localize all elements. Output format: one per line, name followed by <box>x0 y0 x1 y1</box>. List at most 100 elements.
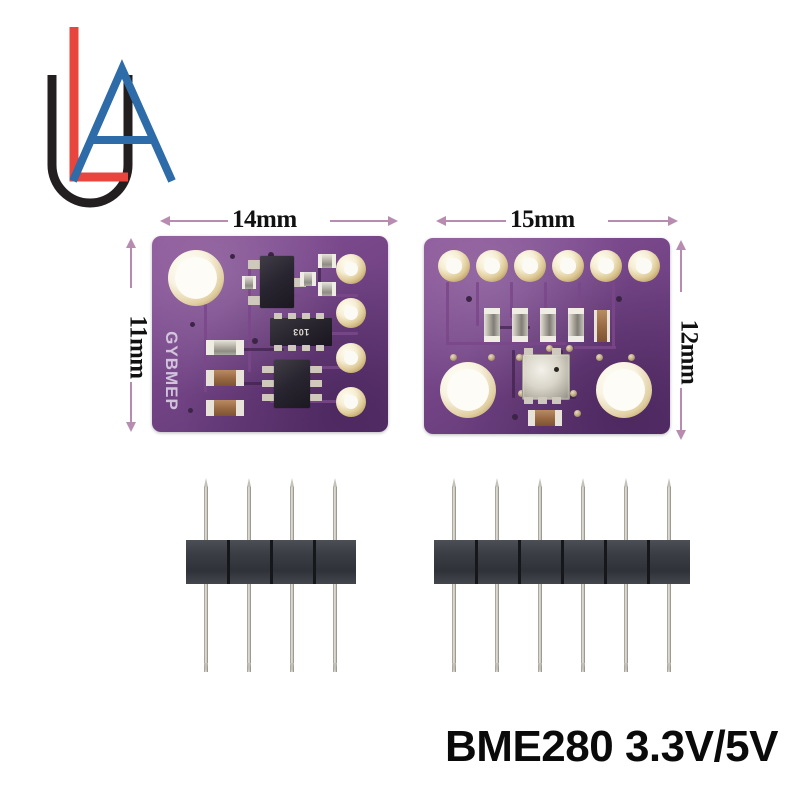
header-pin-tip <box>290 478 294 487</box>
bme280-sensor <box>522 354 570 400</box>
chip-lead <box>524 348 533 355</box>
dim-arrow-up-12mm <box>676 240 686 250</box>
smd-capacitor <box>540 308 556 343</box>
pcb-via <box>450 354 457 361</box>
chip-lead <box>316 313 324 319</box>
dim-line-left-14mm-a <box>170 220 228 222</box>
chip-lead <box>310 366 322 373</box>
resistor-array-marking: 103 <box>292 327 310 337</box>
chip-lead <box>310 380 322 387</box>
pcb-via <box>546 345 553 352</box>
header-pin-tip <box>624 663 628 672</box>
dim-line-right-15mm-a <box>446 220 506 222</box>
header-pin-tip <box>538 663 542 672</box>
header-seam <box>518 540 521 584</box>
smd-capacitor <box>484 308 500 343</box>
header-pin-tip <box>333 478 337 487</box>
pcb-trace <box>248 264 251 372</box>
header-pin-tip <box>495 478 499 487</box>
product-caption: BME280 3.3V/5V <box>445 722 778 771</box>
header-pin-tip <box>204 663 208 672</box>
la-logo-svg <box>47 27 176 208</box>
pcb-via <box>190 322 195 327</box>
chip-lead <box>274 313 282 319</box>
pcb-trace <box>512 350 515 398</box>
header-pin-tip <box>333 663 337 672</box>
chip-lead <box>248 260 262 269</box>
pcb-trace <box>476 282 479 326</box>
dim-line-left-11mm-b <box>130 382 132 422</box>
header-seam <box>604 540 607 584</box>
pcb-trace <box>578 282 581 322</box>
pcb-board-back <box>424 238 670 434</box>
dim-line-right-12mm-b <box>680 388 682 430</box>
pcb-trace <box>446 282 449 342</box>
header-seam <box>270 540 273 584</box>
pin-pad <box>552 250 584 282</box>
pcb-trace <box>270 400 358 403</box>
dim-line-right-12mm-a <box>680 250 682 292</box>
dimension-label-width-right: 15mm <box>510 206 575 233</box>
chip-lead <box>552 348 561 355</box>
pcb-via <box>518 390 525 397</box>
chip-lead <box>552 397 561 404</box>
pcb-via <box>516 354 523 361</box>
chip-lead <box>310 394 322 401</box>
dim-arrow-left-15mm <box>436 216 446 226</box>
header-seam <box>561 540 564 584</box>
smd-capacitor <box>512 308 528 343</box>
smd-component <box>242 276 257 289</box>
pcb-via <box>596 354 603 361</box>
smd-resistor <box>206 340 244 355</box>
sensor-vent-hole <box>554 367 559 372</box>
level-shifter-chip <box>274 360 310 408</box>
pcb-trace <box>272 294 358 297</box>
header-pin-tip <box>290 663 294 672</box>
dimension-label-width-left: 14mm <box>232 206 297 233</box>
dim-arrow-down-11mm <box>126 422 136 432</box>
dim-arrow-right-14mm <box>388 216 398 226</box>
header-seam <box>475 540 478 584</box>
chip-lead <box>538 397 547 404</box>
resistor-array: 103 <box>270 318 332 346</box>
pcb-board-front: 103 GYBMEP <box>152 236 388 432</box>
smd-component <box>318 254 337 268</box>
chip-lead <box>302 313 310 319</box>
chip-lead <box>262 366 274 373</box>
smd-capacitor <box>568 308 584 343</box>
pin-header-6 <box>434 478 694 678</box>
dimension-label-height-left: 11mm <box>124 315 152 379</box>
chip-lead <box>524 397 533 404</box>
pin-pad <box>590 250 622 282</box>
header-pin-tip <box>581 478 585 487</box>
pcb-trace <box>612 282 615 348</box>
header-pin-tip <box>667 663 671 672</box>
pcb-via <box>188 408 193 413</box>
header-pin-tip <box>452 663 456 672</box>
dim-arrow-up-11mm <box>126 238 136 248</box>
pcb-via <box>566 345 573 352</box>
pcb-via <box>570 390 577 397</box>
header-seam <box>647 540 650 584</box>
header-pin-tip <box>247 478 251 487</box>
pin-pad <box>514 250 546 282</box>
pcb-trace <box>446 342 566 345</box>
header-pin-tip <box>452 478 456 487</box>
dim-line-right-15mm-b <box>608 220 668 222</box>
header-pin-tip <box>204 478 208 487</box>
pcb-via <box>616 296 622 302</box>
mounting-hole <box>596 362 652 418</box>
pcb-trace <box>510 282 513 318</box>
header-pin-tip <box>538 478 542 487</box>
chip-lead <box>292 278 306 287</box>
dim-arrow-right-15mm <box>668 216 678 226</box>
header-seam <box>227 540 230 584</box>
pin-pad <box>336 343 366 373</box>
header-pin-tip <box>667 478 671 487</box>
pcb-via <box>268 252 274 258</box>
pcb-via <box>252 338 258 344</box>
pcb-trace <box>204 272 207 392</box>
pcb-via <box>488 354 495 361</box>
smd-capacitor <box>528 410 562 426</box>
